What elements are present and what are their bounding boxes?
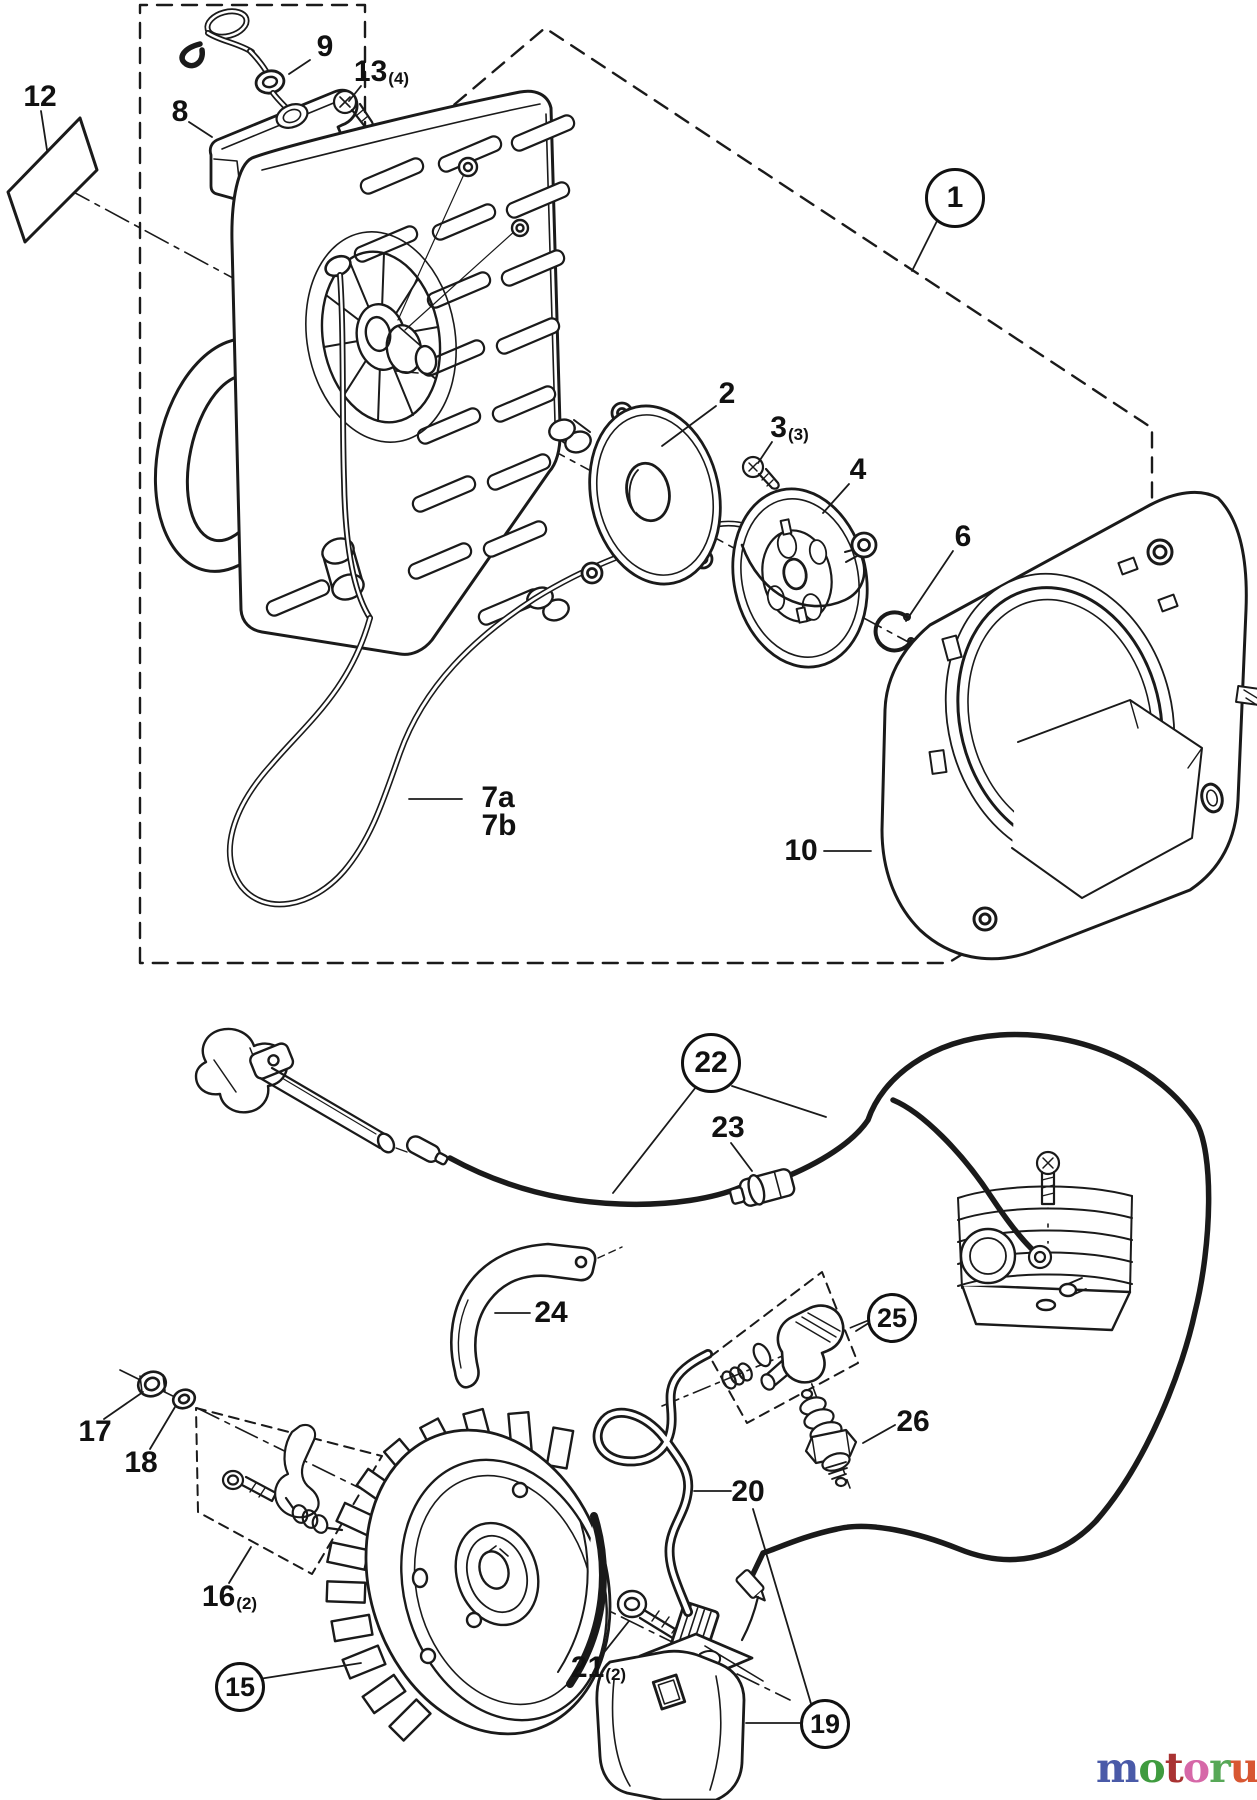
part-18-washer — [171, 1388, 197, 1410]
part-26-spark-plug — [799, 1388, 858, 1488]
callout-24: 24 — [534, 1296, 568, 1329]
callout-22: 22 — [681, 1033, 741, 1093]
part-15-flywheel — [325, 1407, 612, 1742]
part-10-fan-housing — [880, 490, 1257, 961]
part-22-cable-ends — [735, 1244, 1053, 1602]
starter-housing-louvers — [265, 114, 576, 626]
callout-20: 20 — [731, 1475, 765, 1508]
callout-23: 23 — [711, 1111, 745, 1144]
part-24-lever — [450, 1242, 623, 1389]
callout-15: 15 — [215, 1662, 265, 1712]
logo-letter: o — [1182, 1744, 1210, 1792]
callout-19: 19 — [800, 1699, 850, 1749]
callout-3: 3(3) — [770, 411, 809, 444]
callout-17: 17 — [78, 1415, 112, 1448]
part-25-plug-cap-kit — [709, 1271, 859, 1424]
starter-housing-pulley-wheel — [305, 156, 530, 443]
part-17-nut — [136, 1370, 168, 1398]
logo-letter: u — [1229, 1744, 1257, 1792]
logo-letter: o — [1138, 1744, 1165, 1792]
logo-letter: m — [1096, 1744, 1139, 1792]
callout-16: 16(2) — [201, 1580, 258, 1613]
part-4-pulley — [731, 487, 878, 669]
part-22-cable — [447, 1031, 1212, 1579]
callout-7b: 7b — [481, 809, 517, 842]
part-cylinder-screw — [1035, 1150, 1061, 1206]
motoruf-logo: motoruf.de — [1096, 1748, 1257, 1789]
logo-letter: t — [1164, 1744, 1184, 1792]
callout-12: 12 — [23, 80, 57, 113]
part-13-screw — [332, 89, 374, 130]
callout-1: 1 — [925, 168, 985, 228]
part-16-pawl-kit — [195, 1407, 383, 1575]
callout-8: 8 — [171, 95, 189, 128]
part-22-choke-rod — [194, 1027, 449, 1166]
part-12-label-plate — [6, 116, 99, 244]
callout-10: 10 — [784, 834, 818, 867]
callout-18: 18 — [124, 1446, 158, 1479]
callout-26: 26 — [896, 1405, 930, 1438]
callout-7a: 7a — [481, 781, 515, 814]
part-21-bolt — [616, 1589, 690, 1647]
part-2-rotor — [580, 401, 722, 586]
callout-9: 9 — [316, 30, 334, 63]
part-3-screw — [741, 455, 780, 490]
callout-4: 4 — [849, 453, 867, 486]
part-9-rope-grommet — [179, 8, 293, 115]
part-20-ht-lead — [592, 1349, 713, 1617]
callout-13: 13(4) — [353, 55, 410, 88]
callout-25: 25 — [867, 1293, 917, 1343]
part-19-ignition-module — [595, 1595, 764, 1800]
callout-21: 21(2) — [570, 1651, 627, 1684]
leader-lines — [40, 59, 954, 1724]
callout-6: 6 — [954, 520, 972, 553]
callout-2: 2 — [718, 377, 736, 410]
logo-letter: r — [1209, 1744, 1231, 1792]
part-23-adjuster — [728, 1168, 796, 1207]
